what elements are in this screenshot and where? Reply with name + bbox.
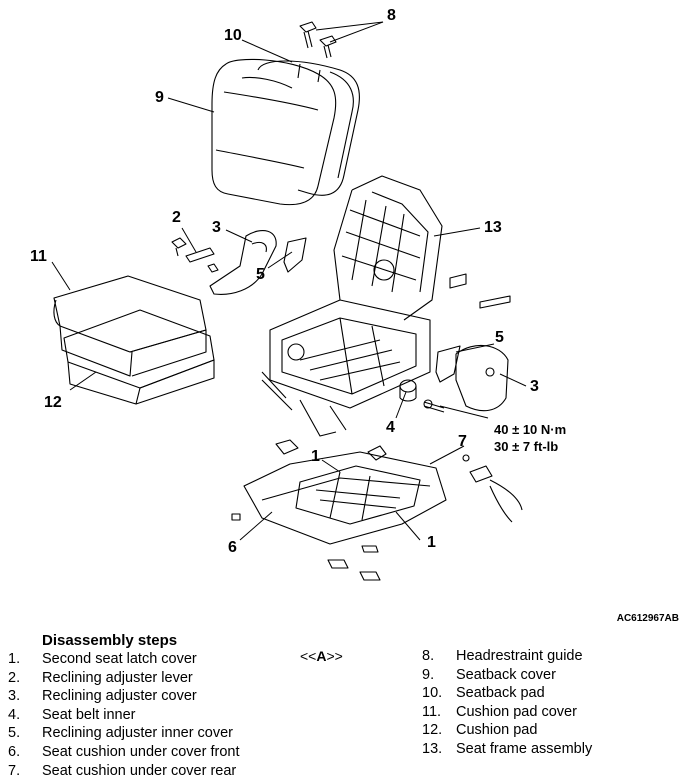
seat-exploded-diagram (51, 21, 527, 581)
callout-5-left: 5 (256, 266, 265, 283)
steps-list-right: 8. Headrestraint guide 9. Seatback cover 1… (422, 647, 592, 759)
step-label: Seat cushion under cover rear (42, 762, 237, 779)
step-label: Seat cushion under cover front (42, 743, 240, 760)
figure-code: AC612967AB (616, 613, 679, 624)
reference-label: <<A>> (300, 648, 343, 664)
reference-open: << (300, 648, 317, 664)
step-item: 13. Seat frame assembly (422, 740, 592, 759)
step-number: 13. (422, 740, 443, 757)
step-item: 1. Second seat latch cover (8, 650, 239, 669)
step-number: 4. (8, 706, 21, 723)
step-label: Seatback cover (456, 666, 556, 683)
harness-drawing (462, 454, 523, 523)
callout-7: 7 (458, 433, 467, 450)
callout-12: 12 (44, 394, 62, 411)
step-label: Seat belt inner (42, 706, 136, 723)
callout-3-left: 3 (212, 219, 221, 236)
step-item: 6. Seat cushion under cover front (8, 743, 239, 762)
step-number: 5. (8, 725, 21, 742)
step-label: Cushion pad (456, 722, 538, 739)
callout-1-top: 1 (311, 448, 320, 465)
torque-ftlb: 30 ± 7 ft-lb (494, 439, 559, 454)
step-label: Seatback pad (456, 685, 545, 702)
headrestraint-guide-drawing (299, 21, 337, 59)
steps-list-left: 1. Second seat latch cover 2. Reclining ad… (8, 650, 239, 780)
step-number: 12. (422, 722, 443, 739)
step-item: 7. Seat cushion under cover rear (8, 762, 239, 781)
step-label: Seat frame assembly (456, 740, 593, 757)
step-number: 10. (422, 685, 443, 702)
seat-frame-drawing (261, 175, 443, 437)
callout-2: 2 (172, 209, 181, 226)
step-item: 5. Reclining adjuster inner cover (8, 724, 239, 743)
step-label: Second seat latch cover (42, 651, 197, 667)
leader-lines (51, 21, 527, 541)
latch-cover-drawing (327, 545, 381, 581)
callout-1-bottom: 1 (427, 534, 436, 551)
callout-3-right: 3 (530, 378, 539, 395)
callout-5-right: 5 (495, 329, 504, 346)
callout-4: 4 (386, 419, 395, 436)
step-number: 7. (8, 762, 21, 779)
seatback-drawing (211, 58, 360, 206)
step-number: 11. (422, 703, 442, 720)
step-number: 8. (422, 648, 435, 664)
reclining-lever-drawing (171, 237, 219, 273)
step-number: 1. (8, 651, 21, 667)
steps-title: Disassembly steps (42, 632, 178, 649)
callout-9: 9 (155, 89, 164, 106)
step-item: 12. Cushion pad (422, 721, 592, 740)
under-cover-drawing (231, 439, 447, 545)
step-label: Cushion pad cover (456, 703, 577, 720)
step-item: 9. Seatback cover (422, 666, 592, 685)
reclining-cover-left-drawing (209, 230, 277, 295)
bracket-drawing (449, 273, 467, 289)
step-number: 2. (8, 669, 21, 686)
step-number: 9. (422, 666, 435, 683)
cushion-drawing (53, 275, 215, 405)
step-item: 3. Reclining adjuster cover (8, 687, 239, 706)
reference-letter: A (316, 648, 327, 664)
callout-6: 6 (228, 539, 237, 556)
bracket-drawing (479, 295, 511, 309)
step-label: Reclining adjuster lever (42, 669, 193, 686)
step-label: Reclining adjuster cover (42, 688, 197, 705)
callout-13: 13 (484, 219, 502, 236)
step-item: 10. Seatback pad (422, 684, 592, 703)
callout-11: 11 (30, 248, 47, 265)
step-item: 2. Reclining adjuster lever (8, 669, 239, 688)
callout-8: 8 (387, 7, 396, 24)
inner-cover-left-drawing (283, 237, 307, 273)
step-number: 3. (8, 688, 21, 705)
step-number: 6. (8, 743, 21, 760)
torque-nm: 40 ± 10 N·m (494, 422, 567, 437)
step-label: Reclining adjuster inner cover (42, 725, 234, 742)
step-label: Headrestraint guide (456, 648, 583, 664)
callout-10: 10 (224, 27, 242, 44)
reclining-cover-right-drawing (435, 344, 509, 412)
reference-close: >> (326, 648, 343, 664)
seat-belt-inner-drawing (399, 379, 445, 413)
step-item: 11. Cushion pad cover (422, 703, 592, 722)
step-item: 8. Headrestraint guide (422, 647, 592, 666)
step-item: 4. Seat belt inner (8, 706, 239, 725)
